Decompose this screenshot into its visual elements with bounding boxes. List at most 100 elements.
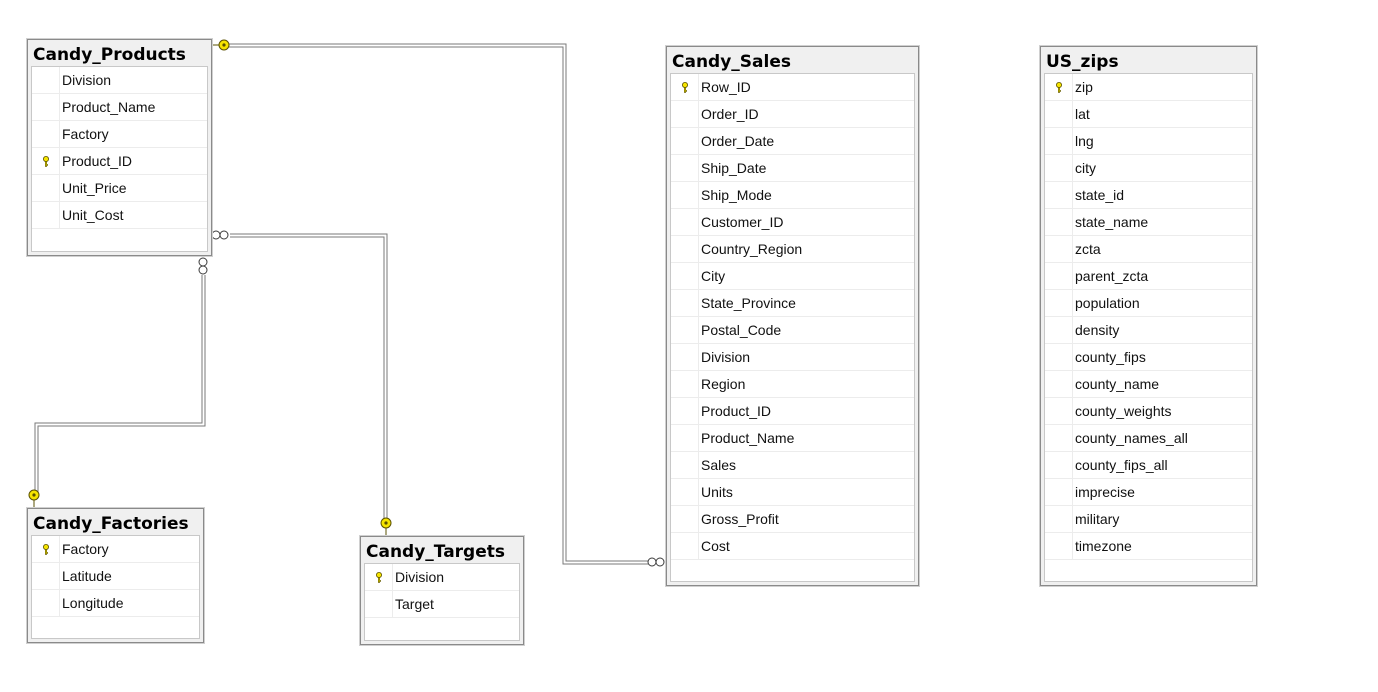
column-row[interactable]: Division (365, 564, 519, 591)
column-row[interactable]: Ship_Date (671, 155, 914, 182)
key-cell (671, 317, 699, 343)
column-name: Order_Date (701, 133, 775, 149)
column-row[interactable]: state_id (1045, 182, 1252, 209)
column-row[interactable]: Unit_Cost (32, 202, 207, 229)
column-name: Unit_Cost (62, 207, 124, 223)
column-row[interactable]: Factory (32, 536, 199, 563)
column-row[interactable]: state_name (1045, 209, 1252, 236)
column-name: Cost (701, 538, 730, 554)
column-name: state_name (1075, 214, 1149, 230)
key-cell (32, 148, 60, 174)
column-row[interactable]: county_weights (1045, 398, 1252, 425)
column-row[interactable]: Cost (671, 533, 914, 560)
column-name: Ship_Mode (701, 187, 772, 203)
column-row[interactable]: Division (32, 67, 207, 94)
primary-key-icon (681, 81, 688, 93)
column-row[interactable]: Latitude (32, 563, 199, 590)
key-cell (1045, 128, 1073, 154)
column-row[interactable]: Product_Name (671, 425, 914, 452)
column-name: zip (1075, 79, 1093, 95)
column-row[interactable]: county_fips_all (1045, 452, 1252, 479)
column-row[interactable]: Gross_Profit (671, 506, 914, 533)
column-row[interactable]: county_names_all (1045, 425, 1252, 452)
column-name: Unit_Price (62, 180, 127, 196)
column-name: Target (395, 596, 434, 612)
column-row[interactable]: lng (1045, 128, 1252, 155)
column-row[interactable]: Region (671, 371, 914, 398)
column-row[interactable]: Postal_Code (671, 317, 914, 344)
column-name: county_name (1075, 376, 1160, 392)
column-name: Longitude (62, 595, 124, 611)
key-cell (1045, 317, 1073, 343)
column-name: timezone (1075, 538, 1132, 554)
column-row[interactable]: lat (1045, 101, 1252, 128)
column-name: parent_zcta (1075, 268, 1149, 284)
column-name: Region (701, 376, 746, 392)
column-name: county_fips (1075, 349, 1146, 365)
column-row[interactable]: Unit_Price (32, 175, 207, 202)
column-name: county_fips_all (1075, 457, 1168, 473)
key-cell (671, 398, 699, 424)
key-cell (1045, 506, 1073, 532)
column-row[interactable]: Product_Name (32, 94, 207, 121)
column-row[interactable]: zcta (1045, 236, 1252, 263)
column-row[interactable]: density (1045, 317, 1252, 344)
column-row[interactable]: timezone (1045, 533, 1252, 560)
column-row[interactable]: county_name (1045, 371, 1252, 398)
column-name: Postal_Code (701, 322, 782, 338)
column-row[interactable]: city (1045, 155, 1252, 182)
relationship-products-factories[interactable] (34, 275, 206, 492)
key-cell (1045, 344, 1073, 370)
column-row[interactable]: county_fips (1045, 344, 1252, 371)
key-cell (671, 182, 699, 208)
column-name: Division (395, 569, 445, 585)
column-name: Division (62, 72, 112, 88)
relationship-products-sales[interactable] (229, 43, 650, 565)
column-row[interactable]: State_Province (671, 290, 914, 317)
column-row[interactable]: imprecise (1045, 479, 1252, 506)
column-row[interactable]: military (1045, 506, 1252, 533)
column-row[interactable]: City (671, 263, 914, 290)
column-name: county_names_all (1075, 430, 1188, 446)
column-name: Ship_Date (701, 160, 767, 176)
column-row[interactable]: Sales (671, 452, 914, 479)
column-row[interactable]: Country_Region (671, 236, 914, 263)
column-row[interactable]: Units (671, 479, 914, 506)
primary-key-icon (375, 571, 382, 583)
column-row[interactable]: Order_ID (671, 101, 914, 128)
column-name: Product_ID (701, 403, 772, 419)
column-row[interactable]: Target (365, 591, 519, 618)
column-row[interactable]: Product_ID (32, 148, 207, 175)
column-name: density (1075, 322, 1120, 338)
column-row[interactable]: Longitude (32, 590, 199, 617)
column-row[interactable]: Order_Date (671, 128, 914, 155)
column-row[interactable]: Ship_Mode (671, 182, 914, 209)
relationship-products-targets[interactable] (230, 233, 388, 520)
column-row[interactable]: population (1045, 290, 1252, 317)
column-name: state_id (1075, 187, 1125, 203)
key-cell (671, 452, 699, 478)
primary-key-icon (42, 543, 49, 555)
column-row[interactable]: Factory (32, 121, 207, 148)
column-row[interactable]: Row_ID (671, 74, 914, 101)
column-row[interactable]: Customer_ID (671, 209, 914, 236)
key-cell (671, 533, 699, 559)
key-cell (1045, 236, 1073, 262)
column-row[interactable]: zip (1045, 74, 1252, 101)
column-row[interactable]: parent_zcta (1045, 263, 1252, 290)
key-cell (32, 563, 60, 589)
column-row[interactable]: Product_ID (671, 398, 914, 425)
key-cell (671, 74, 699, 100)
column-name: county_weights (1075, 403, 1172, 419)
column-row[interactable]: Division (671, 344, 914, 371)
key-cell (1045, 479, 1073, 505)
column-name: city (1075, 160, 1096, 176)
